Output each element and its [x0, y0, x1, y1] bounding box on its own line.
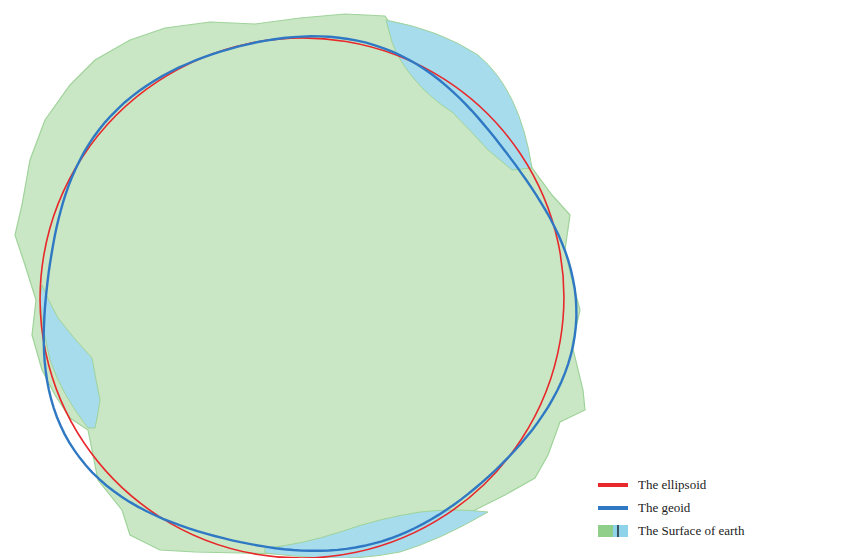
legend-row: The Surface of earth — [598, 522, 744, 540]
ellipsoid-curve — [0, 0, 612, 558]
legend-text: The ellipsoid — [638, 477, 706, 493]
legend-text: The geoid — [638, 500, 690, 516]
legend-row: The ellipsoid — [598, 476, 706, 494]
land-surface — [15, 14, 585, 554]
geoid-line — [598, 501, 628, 515]
water-left — [40, 285, 100, 428]
water-top-right — [386, 20, 532, 170]
ellipsoid-line — [598, 478, 628, 492]
legend-text: The Surface of earth — [638, 523, 744, 539]
geoid-curve — [44, 36, 577, 551]
surface-swatch — [598, 524, 628, 538]
legend-row: The geoid — [598, 499, 690, 517]
